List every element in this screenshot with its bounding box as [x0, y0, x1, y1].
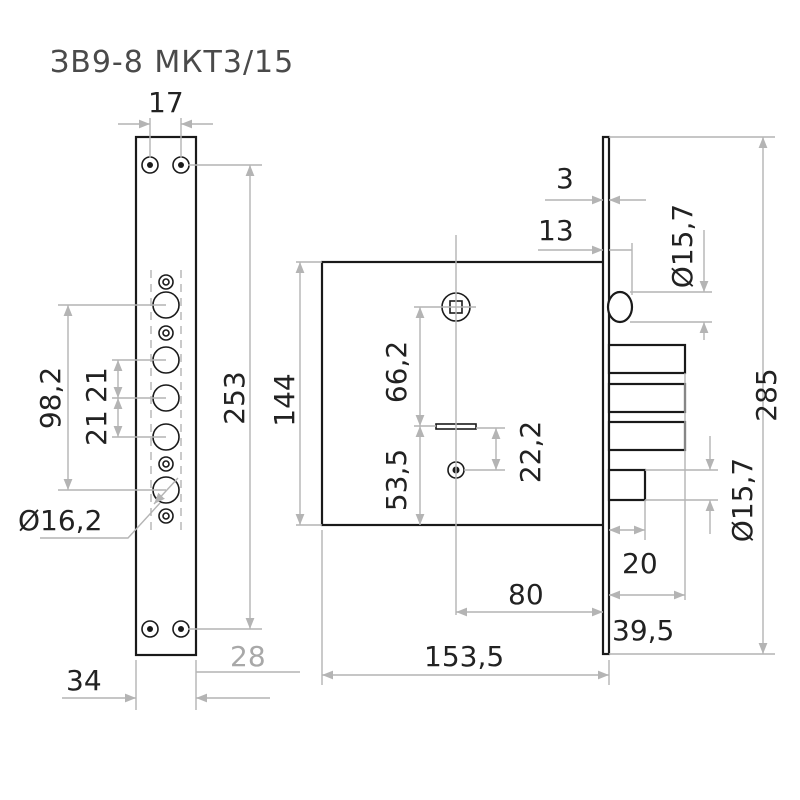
latch-roller [606, 290, 634, 324]
dim-bolt-offset: 13 [538, 214, 574, 247]
bolt-3 [607, 420, 687, 452]
strip-view: 17 253 98,2 21 21 Ø16,2 34 28 [18, 86, 300, 710]
dim-bolt-diameter-bottom: Ø15,7 [726, 458, 759, 542]
drawing-title: ЗВ9-8 МКТ3/15 [50, 45, 294, 80]
strip-holes [150, 270, 182, 530]
dim-strip-thickness: 28 [230, 640, 266, 673]
dim-faceplate-height: 285 [750, 368, 783, 421]
dim-bolt-projection: 39,5 [612, 614, 674, 647]
dim-strip-screw-spacing: 253 [218, 371, 251, 424]
dim-strip-hole-diameter: Ø16,2 [18, 504, 102, 537]
dim-bolt-throw: 20 [622, 547, 658, 580]
bolt-4 [607, 468, 647, 502]
dim-key-offset: 53,5 [380, 449, 413, 511]
dim-faceplate-thickness: 3 [556, 162, 574, 195]
bolt-1 [607, 343, 687, 375]
dim-strip-span: 98,2 [34, 367, 67, 429]
screw-bottom-left [141, 620, 159, 638]
dim-strip-offset: 34 [66, 664, 102, 697]
screw-top-left [141, 156, 159, 174]
dim-body-height: 144 [268, 373, 301, 426]
dim-body-width: 153,5 [424, 640, 504, 673]
dim-latch-diameter-top: Ø15,7 [666, 204, 699, 288]
bolt-2 [607, 382, 687, 414]
dim-key-to-center: 22,2 [514, 421, 547, 483]
dim-strip-step-a: 21 [80, 367, 113, 403]
screw-top-right [172, 156, 190, 174]
dim-strip-step-b: 21 [80, 410, 113, 446]
dim-spindle-to-face: 80 [508, 578, 544, 611]
dim-strip-width: 17 [148, 86, 184, 119]
lock-body-view: 144 66,2 53,5 22,2 80 153,5 3 13 [268, 135, 783, 685]
dim-handle-to-key: 66,2 [380, 341, 413, 403]
screw-bottom-right [172, 620, 190, 638]
